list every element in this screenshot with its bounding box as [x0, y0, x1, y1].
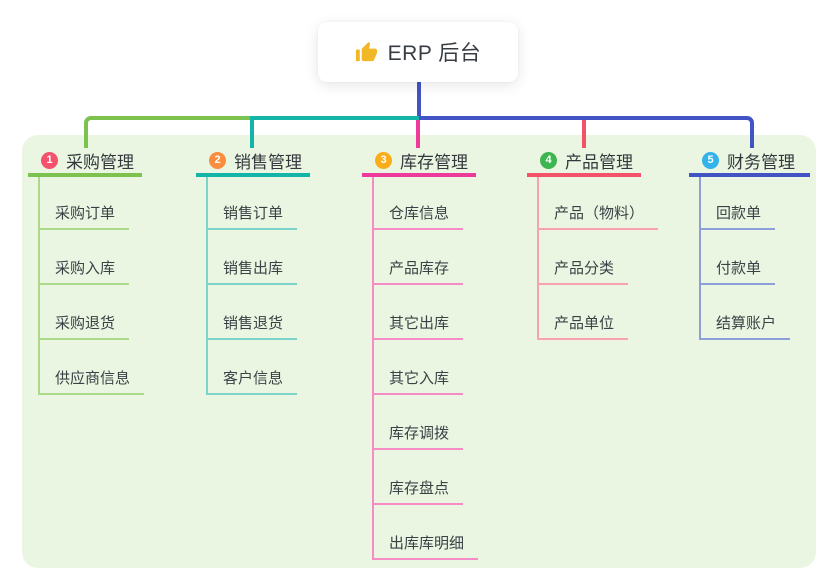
child-node-label: 出库库明细 [389, 535, 465, 552]
child-node-label: 采购退货 [55, 315, 116, 332]
root-label: ERP 后台 [387, 42, 482, 65]
child-node[interactable]: 销售退货 [206, 312, 298, 340]
child-node-label: 付款单 [716, 260, 762, 277]
branch-number-badge: 4 [540, 151, 557, 169]
child-node-label: 产品（物料） [554, 205, 645, 222]
connector-branch4-drop [582, 120, 586, 148]
child-node-label: 仓库信息 [389, 205, 450, 222]
child-node[interactable]: 仓库信息 [372, 202, 464, 230]
child-node[interactable]: 采购入库 [38, 257, 130, 285]
child-node[interactable]: 销售订单 [206, 202, 298, 230]
child-node-label: 回款单 [716, 205, 762, 222]
child-node[interactable]: 回款单 [699, 202, 776, 230]
child-node[interactable]: 采购订单 [38, 202, 130, 230]
branch-title[interactable]: 4 产品管理 [527, 147, 641, 177]
branches-panel [22, 135, 816, 568]
connector-branch1-elbow [84, 116, 252, 148]
branch-title[interactable]: 2 销售管理 [196, 147, 310, 177]
child-node[interactable]: 结算账户 [699, 312, 791, 340]
child-node-label: 其它入库 [389, 370, 450, 387]
child-node[interactable]: 销售出库 [206, 257, 298, 285]
child-node[interactable]: 产品库存 [372, 257, 464, 285]
connector-branch3-drop [416, 120, 420, 148]
branch-title[interactable]: 5 财务管理 [689, 147, 810, 177]
branch-spine-line [38, 177, 40, 395]
branch-title-label: 财务管理 [727, 152, 795, 172]
child-node-label: 结算账户 [716, 315, 777, 332]
child-node-label: 产品单位 [554, 315, 615, 332]
branch-spine-line [372, 177, 374, 560]
child-node-label: 产品分类 [554, 260, 615, 277]
branch-3: 3 库存管理仓库信息产品库存其它出库其它入库库存调拨库存盘点出库库明细 [362, 147, 479, 560]
branch-4: 4 产品管理产品（物料） 产品分类产品单位 [527, 147, 659, 340]
root-node[interactable]: ERP 后台 [318, 22, 518, 82]
child-node[interactable]: 客户信息 [206, 367, 298, 395]
branch-number-badge: 1 [41, 151, 58, 169]
child-node-label: 销售出库 [223, 260, 284, 277]
child-node[interactable]: 付款单 [699, 257, 776, 285]
branch-title-label: 产品管理 [565, 152, 633, 172]
child-node-label: 库存调拨 [389, 425, 450, 442]
child-node-label: 采购入库 [55, 260, 116, 277]
branch-title[interactable]: 3 库存管理 [362, 147, 476, 177]
child-node-label: 销售退货 [223, 315, 284, 332]
branch-2: 2 销售管理销售订单销售出库销售退货客户信息 [196, 147, 310, 395]
connector-branch5-elbow [419, 116, 754, 148]
child-node[interactable]: 产品（物料） [537, 202, 659, 230]
child-node-label: 产品库存 [389, 260, 450, 277]
child-node[interactable]: 供应商信息 [38, 367, 145, 395]
child-node-label: 采购订单 [55, 205, 116, 222]
branch-number-badge: 2 [209, 151, 226, 169]
branch-title-label: 采购管理 [66, 152, 134, 172]
child-node[interactable]: 产品单位 [537, 312, 629, 340]
child-node[interactable]: 其它出库 [372, 312, 464, 340]
thumbs-up-icon [355, 41, 378, 64]
branch-5: 5 财务管理回款单付款单结算账户 [689, 147, 810, 340]
branch-1: 1 采购管理采购订单采购入库采购退货供应商信息 [28, 147, 145, 395]
child-node[interactable]: 库存盘点 [372, 477, 464, 505]
child-node[interactable]: 采购退货 [38, 312, 130, 340]
child-node-label: 客户信息 [223, 370, 284, 387]
connector-branch2-elbow [250, 116, 419, 148]
child-node-label: 库存盘点 [389, 480, 450, 497]
child-node-label: 其它出库 [389, 315, 450, 332]
child-node-label: 供应商信息 [55, 370, 131, 387]
child-node[interactable]: 出库库明细 [372, 532, 479, 560]
child-node-label: 销售订单 [223, 205, 284, 222]
child-node[interactable]: 其它入库 [372, 367, 464, 395]
branch-number-badge: 5 [702, 151, 719, 169]
branch-title-label: 销售管理 [234, 152, 302, 172]
branch-title[interactable]: 1 采购管理 [28, 147, 142, 177]
connector-root-line [417, 82, 421, 120]
branch-number-badge: 3 [375, 151, 392, 169]
branch-spine-line [537, 177, 539, 340]
branch-title-label: 库存管理 [400, 152, 468, 172]
branch-spine-line [699, 177, 701, 340]
child-node[interactable]: 产品分类 [537, 257, 629, 285]
child-node[interactable]: 库存调拨 [372, 422, 464, 450]
branch-spine-line [206, 177, 208, 395]
